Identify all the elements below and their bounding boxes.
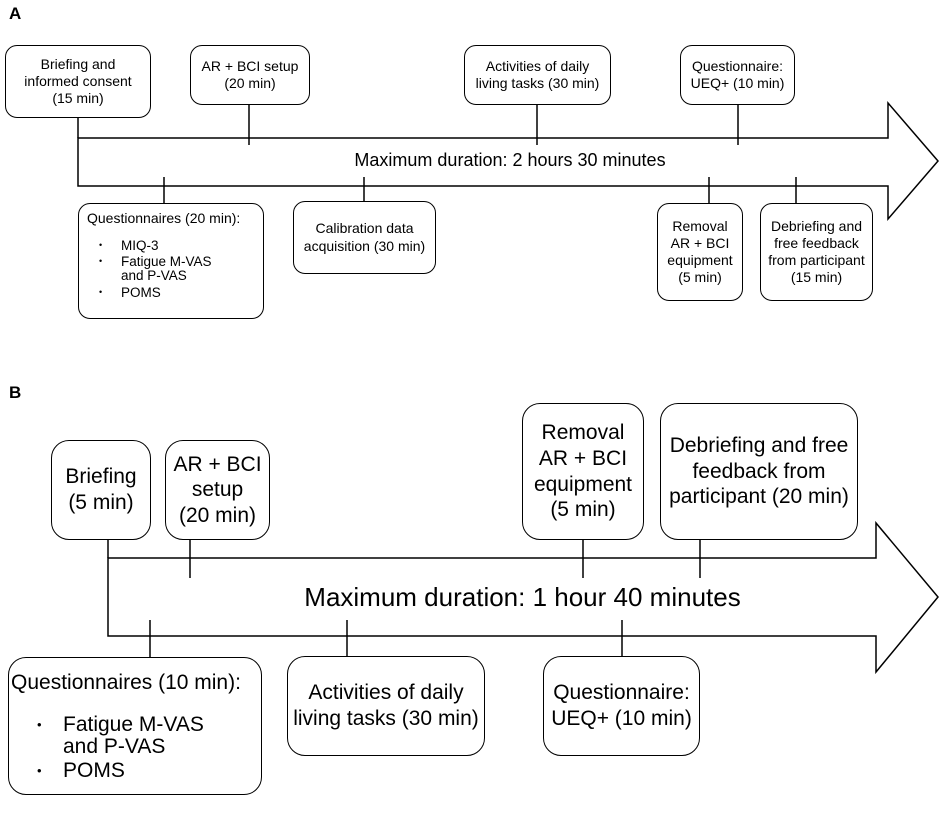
step-b-activities: Activities of daily living tasks (30 min… [287,656,485,756]
list-item: POMS [37,759,204,782]
list-item: MIQ-3 [99,238,212,253]
questionnaires-b-title: Questionnaires (10 min): [11,671,241,694]
timeline-arrow-b [107,520,939,675]
step-b-ar-bci-setup: AR + BCI setup (20 min) [165,440,270,540]
questionnaires-a-list: MIQ-3 Fatigue M-VAS and P-VAS POMS [87,238,212,302]
step-a-briefing: Briefing and informed consent (15 min) [5,45,151,118]
questionnaires-a-title: Questionnaires (20 min): [87,210,241,226]
step-a-ar-bci-setup: AR + BCI setup (20 min) [190,45,310,105]
list-item: Fatigue M-VAS and P-VAS [37,713,204,758]
timeline-arrow-a [77,100,939,222]
duration-label-a: Maximum duration: 2 hours 30 minutes [354,150,666,170]
step-a-removal: Removal AR + BCI equipment (5 min) [657,203,743,301]
duration-label-b: Maximum duration: 1 hour 40 minutes [304,582,741,612]
list-item: Fatigue M-VAS and P-VAS [99,255,211,284]
step-a-debriefing: Debriefing and free feedback from partic… [760,203,873,301]
step-b-questionnaires: Questionnaires (10 min): Fatigue M-VAS a… [8,657,262,795]
step-b-briefing: Briefing (5 min) [51,440,151,540]
step-a-questionnaire-ueq: Questionnaire: UEQ+ (10 min) [680,45,795,105]
panel-label-b: B [9,383,22,402]
step-a-activities: Activities of daily living tasks (30 min… [464,45,611,105]
step-b-debriefing: Debriefing and free feedback from partic… [660,403,858,540]
panel-label-a: A [9,4,22,23]
step-a-calibration: Calibration data acquisition (30 min) [293,201,436,274]
step-a-questionnaires: Questionnaires (20 min): MIQ-3 Fatigue M… [78,203,264,319]
list-item: POMS [99,285,212,300]
questionnaires-b-list: Fatigue M-VAS and P-VAS POMS [11,713,204,784]
step-b-questionnaire-ueq: Questionnaire: UEQ+ (10 min) [543,656,700,756]
step-b-removal: Removal AR + BCI equipment (5 min) [522,403,644,540]
